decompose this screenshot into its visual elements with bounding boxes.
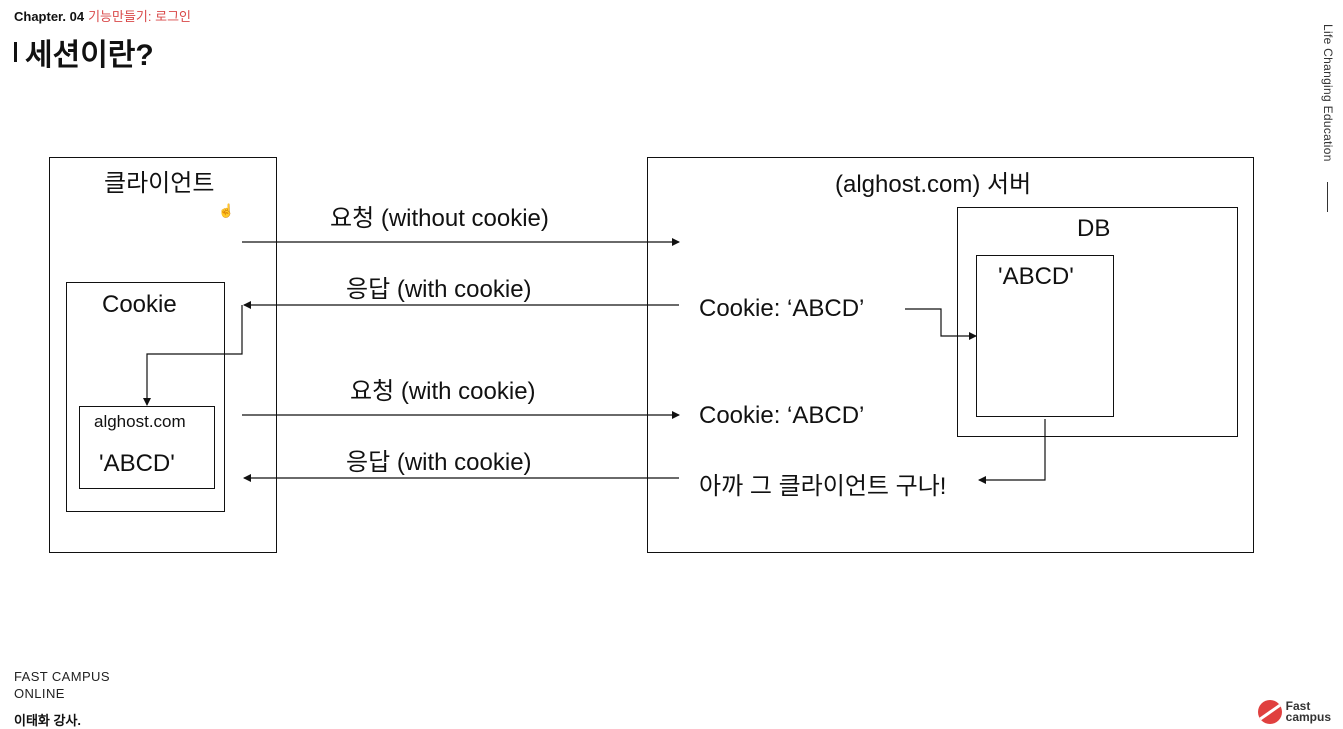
server-label: (alghost.com) 서버 xyxy=(835,171,1032,198)
arrow-cookie-to-db xyxy=(905,308,977,340)
hand-pointer-icon: ☝ xyxy=(218,203,235,218)
chapter-subtitle: 기능만들기: 로그인 xyxy=(88,9,191,24)
request-without-cookie-label: 요청 (without cookie) xyxy=(330,205,549,232)
arrow-db-lookup xyxy=(978,419,1046,484)
side-tagline-rule xyxy=(1327,182,1328,212)
cookie-box xyxy=(66,282,225,512)
logo-text-line1: Fast xyxy=(1285,699,1311,713)
response-with-cookie-label-1: 응답 (with cookie) xyxy=(346,276,532,303)
org-name-line1: FAST CAMPUS xyxy=(14,669,110,684)
side-tagline: Life Changing Education xyxy=(1321,24,1335,162)
sent-cookie-label: Cookie: ‘ABCD’ xyxy=(699,402,865,429)
logo-text-line2: campus xyxy=(1285,710,1331,724)
set-cookie-label: Cookie: ‘ABCD’ xyxy=(699,295,865,322)
request-with-cookie-label: 요청 (with cookie) xyxy=(350,378,536,405)
db-box xyxy=(957,207,1238,437)
response-with-cookie-label-2: 응답 (with cookie) xyxy=(346,449,532,476)
fastcampus-logo-icon xyxy=(1257,700,1282,724)
server-box xyxy=(647,157,1254,553)
page-title: 세션이란? xyxy=(14,30,154,74)
cookie-entry-box xyxy=(79,406,215,489)
chapter-number: Chapter. 04 xyxy=(14,9,85,24)
page-title-text: 세션이란? xyxy=(25,39,154,72)
instructor-name: 이태화 강사. xyxy=(14,713,82,728)
org-name: FAST CAMPUS ONLINE xyxy=(14,668,110,702)
client-box xyxy=(49,157,277,553)
cookie-domain-label: alghost.com xyxy=(94,412,186,431)
client-label: 클라이언트 xyxy=(104,170,215,197)
fastcampus-logo: Fast campus xyxy=(1257,699,1331,724)
fastcampus-logo-text: Fast campus xyxy=(1285,699,1331,724)
db-value-label: 'ABCD' xyxy=(998,263,1074,290)
title-bar-marker xyxy=(14,42,17,62)
cookie-value-label: 'ABCD' xyxy=(99,450,175,477)
cookie-box-label: Cookie xyxy=(102,291,177,318)
db-label: DB xyxy=(1077,215,1111,242)
server-recognition-note: 아까 그 클라이언트 구나! xyxy=(699,473,947,500)
arrow-store-cookie xyxy=(143,305,243,406)
org-name-line2: ONLINE xyxy=(14,686,65,701)
